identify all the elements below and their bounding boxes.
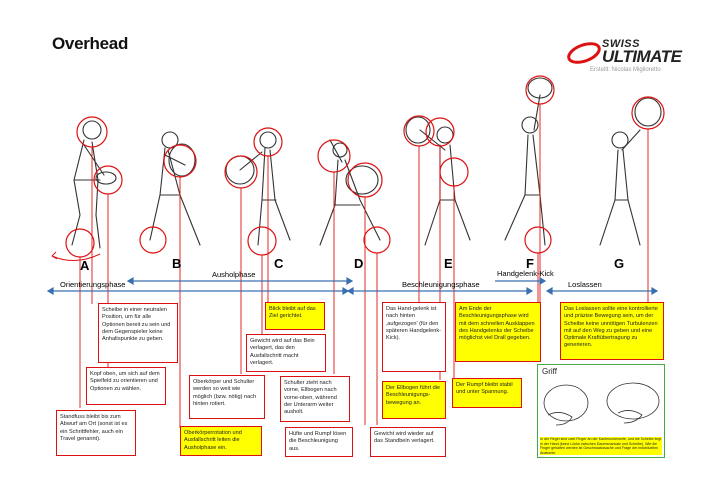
logo-line2: ULTIMATE xyxy=(602,47,682,66)
stage-letters: A B C D E F G xyxy=(80,256,624,273)
note-oberkoerper-schulter: Oberkörper und Schulter werden so weit w… xyxy=(189,375,265,419)
griff-hand-drawings-icon xyxy=(543,382,660,426)
rotation-arrow-icon xyxy=(51,253,101,261)
note-ende-beschleunigung: Am Ende der Beschleunigungsphase wird mi… xyxy=(455,302,541,362)
phase-lines xyxy=(46,276,659,296)
stage-letter: F xyxy=(526,256,534,271)
note-standfuss: Standfuss bleibt bis zum Abwurf am Ort (… xyxy=(56,410,136,456)
phase-label-ausholphase: Ausholphase xyxy=(212,270,255,279)
note-gewicht-standbein: Gewicht wird wieder auf das Standbein ve… xyxy=(370,427,446,457)
figure-a xyxy=(71,120,117,249)
stage-letter: E xyxy=(444,256,453,271)
credit-text: Erstellt: Nicolas Miglioretto xyxy=(590,67,661,73)
figure-g xyxy=(599,97,662,246)
griff-note: In der Regel sind zwei Finger an der Kan… xyxy=(540,437,662,455)
note-huefte: Hüfte und Rumpf lösen die Beschleunigung… xyxy=(285,427,353,457)
logo-line1: SWISS xyxy=(602,38,640,50)
disc-logo-icon xyxy=(567,42,601,64)
stage-letter: B xyxy=(172,256,181,271)
page-title: Overhead xyxy=(52,34,129,53)
note-kopf-oben: Kopf oben, um sich auf dem Spielfeld zu … xyxy=(86,367,166,405)
stage-letter: D xyxy=(354,256,363,271)
note-blick: Blick bleibt auf das Ziel gerichtet. xyxy=(265,302,325,330)
note-oberkoerperrotation: Oberkörperrotation und Ausfallschritt le… xyxy=(180,426,262,456)
note-ellbogen: Der Ellbogen führt die Beschleunigungs-b… xyxy=(382,381,446,419)
figure-d xyxy=(319,139,381,246)
griff-panel: Griff In der Regel sind zwei Finger an d… xyxy=(537,364,665,458)
griff-title: Griff xyxy=(542,367,557,376)
phase-label-orientierung: Orientierungsphase xyxy=(60,280,125,289)
swiss-ultimate-logo: SWISS ULTIMATE xyxy=(566,38,686,72)
note-gewicht-bein: Gewicht wird auf das Bein verlagert, das… xyxy=(246,334,326,372)
stage-letter: G xyxy=(614,256,624,271)
note-loslassen: Das Loslassen sollte eine kontrollierte … xyxy=(560,302,664,360)
phase-label-beschleunigung: Beschleunigungsphase xyxy=(402,280,480,289)
phase-label-handgelenk: Handgelenk-Kick xyxy=(497,269,554,278)
note-rumpf: Der Rumpf bleibt stabil und unter Spannu… xyxy=(452,378,522,408)
note-schulter-zieht: Schulter zieht nach vorne, Ellbogen nach… xyxy=(280,376,350,422)
stage-letter: A xyxy=(80,258,90,273)
rotation-arrowhead-icon xyxy=(51,251,58,260)
note-scheibe-neutral: Scheibe in einer neutralen Position, um … xyxy=(98,303,178,363)
phase-label-loslassen: Loslassen xyxy=(568,280,602,289)
stage-letter: C xyxy=(274,256,284,271)
note-handgelenk: Das Hand-gelenk ist nach hinten ‚aufgezo… xyxy=(382,302,446,372)
figure-e xyxy=(405,116,471,246)
